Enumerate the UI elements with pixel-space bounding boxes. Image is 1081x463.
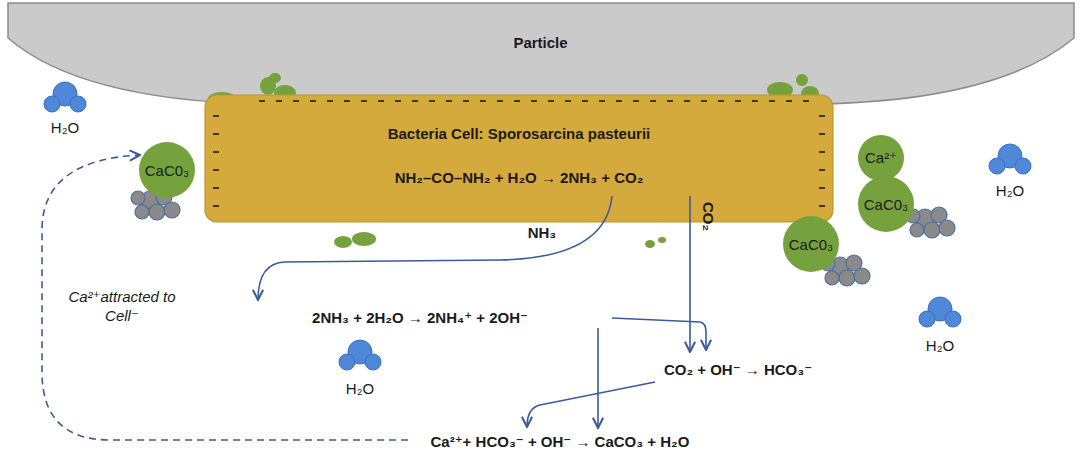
charge-mark (819, 151, 825, 153)
water-label: H₂O (51, 119, 79, 136)
particle: Particle (0, 0, 1081, 108)
charge-mark (213, 205, 219, 207)
water-molecule (919, 297, 961, 327)
node-text: CaC0₃ (789, 236, 833, 253)
charge-mark (429, 100, 435, 102)
charge-mark (344, 100, 350, 102)
charge-mark (548, 100, 554, 102)
charge-mark (616, 100, 622, 102)
node-text: Ca²⁺ (865, 149, 897, 167)
cell-charges (213, 101, 825, 206)
charge-mark (395, 100, 401, 102)
charge-mark (213, 115, 219, 117)
charge-mark (293, 100, 299, 102)
water-molecule (339, 340, 381, 370)
charge-mark (667, 100, 673, 102)
charge-mark (497, 100, 503, 102)
charge-mark (819, 115, 825, 117)
node-heading: Particle (513, 34, 567, 51)
charge-mark (582, 100, 588, 102)
node-heading: Bacteria Cell: Sporosarcina pasteurii (388, 125, 651, 142)
calcium-ion: Ca²⁺ (858, 135, 904, 181)
charge-mark (213, 133, 219, 135)
reaction-equation: Ca²⁺+ HCO₃⁻ + OH⁻ → CaCO₃ + H₂O (431, 433, 690, 451)
node-text: CaC0₃ (145, 162, 189, 179)
charge-mark (819, 187, 825, 189)
charge-mark (213, 151, 219, 153)
charge-mark (803, 100, 809, 102)
charge-mark (650, 100, 656, 102)
water-label: H₂O (926, 337, 954, 354)
charge-mark (786, 100, 792, 102)
ammonia-label: NH₃ (528, 224, 557, 241)
charge-mark (446, 100, 452, 102)
water-label: H₂O (996, 182, 1024, 199)
carbon-dioxide-label: CO₂ (700, 201, 717, 230)
charge-mark (213, 169, 219, 171)
charge-mark (701, 100, 707, 102)
water-molecule (44, 82, 86, 112)
charge-mark (819, 169, 825, 171)
charge-mark (565, 100, 571, 102)
charge-mark (310, 100, 316, 102)
charge-mark (514, 100, 520, 102)
charge-mark (819, 133, 825, 135)
charge-mark (735, 100, 741, 102)
charge-mark (769, 100, 775, 102)
charge-mark (463, 100, 469, 102)
calcite-crystal (906, 207, 955, 238)
attraction-note: Ca²⁺attracted to Cell⁻ (62, 287, 182, 326)
particle-shape (8, 3, 1074, 104)
charge-mark (684, 100, 690, 102)
charge-mark (633, 100, 639, 102)
charge-mark (259, 100, 265, 102)
calcium-carbonate: CaC0₃ (139, 142, 195, 198)
water-molecule (989, 144, 1031, 174)
reaction-arrows (42, 155, 706, 440)
charge-mark (531, 100, 537, 102)
charge-mark (752, 100, 758, 102)
reaction-equation: 2NH₃ + 2H₂O → 2NH₄⁺ + 2OH⁻ (312, 309, 528, 327)
charge-mark (213, 187, 219, 189)
node-text: NH₂–CO–NH₂ + H₂O → 2NH₃ + CO₂ (395, 169, 644, 186)
charge-mark (361, 100, 367, 102)
charge-mark (378, 100, 384, 102)
cell-body (205, 95, 833, 222)
water-label: H₂O (346, 380, 374, 397)
bacteria-cell: Bacteria Cell: Sporosarcina pasteuriiNH₂… (205, 95, 833, 222)
charge-mark (599, 100, 605, 102)
charge-mark (819, 205, 825, 207)
reaction-equation: CO₂ + OH⁻ → HCO₃⁻ (664, 361, 812, 379)
charge-mark (276, 100, 282, 102)
charge-mark (327, 100, 333, 102)
node-text: CaC0₃ (864, 196, 908, 213)
charge-mark (480, 100, 486, 102)
calcium-carbonate: CaC0₃ (783, 216, 839, 272)
calcium-carbonate: CaC0₃ (858, 176, 914, 232)
charge-mark (718, 100, 724, 102)
charge-mark (412, 100, 418, 102)
